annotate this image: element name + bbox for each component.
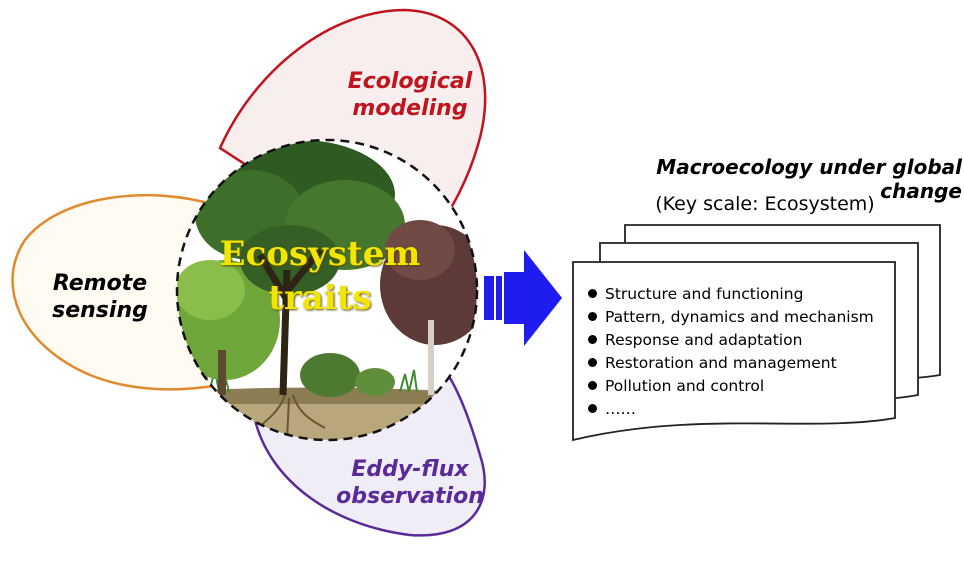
topic-text: …… [605,400,636,418]
topic-item: Pattern, dynamics and mechanism [588,306,874,329]
bullet-icon [588,289,597,298]
ecosystem-traits-line1: Ecosystem [219,234,421,274]
ecosystem-traits-line2: traits [268,278,372,318]
topic-text: Pollution and control [605,377,765,395]
eddy-flux-petal [253,376,486,537]
topic-text: Response and adaptation [605,331,803,349]
topic-text: Structure and functioning [605,285,804,303]
remote-sensing-line1: Remote [52,271,148,296]
bullet-icon [588,335,597,344]
eddy-flux-line1: Eddy-flux [351,457,469,482]
remote-sensing-label: Remote sensing [35,270,165,324]
ecosystem-circle-border [175,138,479,442]
eddy-flux-line2: observation [336,484,484,509]
topic-text: Pattern, dynamics and mechanism [605,308,874,326]
bullet-icon [588,312,597,321]
remote-sensing-line2: sensing [52,298,148,323]
right-arrow [484,250,562,346]
topic-item: …… [588,398,874,421]
ecological-modeling-line2: modeling [352,96,468,121]
ecological-modeling-label: Ecological modeling [330,68,490,122]
macroecology-title: Macroecology under global change [656,155,962,203]
topic-item: Restoration and management [588,352,874,375]
bullet-icon [588,358,597,367]
topic-item: Response and adaptation [588,329,874,352]
bullet-icon [588,381,597,390]
bullet-icon [588,404,597,413]
eddy-flux-label: Eddy-flux observation [330,456,490,510]
topic-text: Restoration and management [605,354,837,372]
ecological-modeling-line1: Ecological [347,69,473,94]
document-front-sheet [572,261,896,442]
ecosystem-traits-label: Ecosystem traits [180,232,460,320]
macroecology-subtitle: (Key scale: Ecosystem) [655,193,875,215]
topic-item: Structure and functioning [588,283,874,306]
topic-item: Pollution and control [588,375,874,398]
macroecology-topic-list: Structure and functioning Pattern, dynam… [588,283,874,421]
